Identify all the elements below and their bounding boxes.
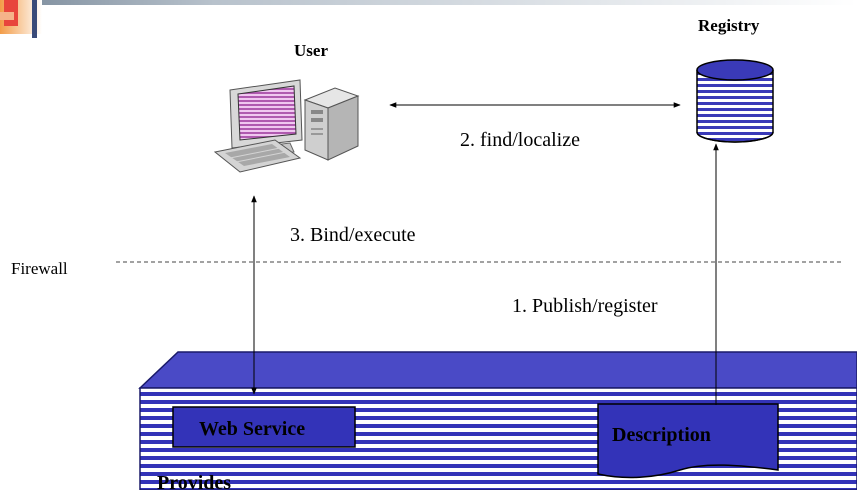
accent-dark-bar xyxy=(32,0,37,38)
description-label: Description xyxy=(612,424,711,446)
user-computer-icon xyxy=(213,79,360,173)
registry-database-icon xyxy=(696,59,774,143)
top-gradient-bar xyxy=(0,0,857,5)
provider-label: Provides xyxy=(157,472,232,494)
web-service-label: Web Service xyxy=(199,418,306,440)
description-document xyxy=(597,403,779,479)
registry-label: Registry xyxy=(698,16,760,35)
slide-corner-decoration xyxy=(0,0,857,38)
web-service-box xyxy=(172,406,356,448)
find-label: 2. find/localize xyxy=(460,129,580,151)
firewall-label: Firewall xyxy=(11,259,68,278)
provider-box-top xyxy=(138,351,857,389)
user-label: User xyxy=(294,41,328,60)
bind-label: 3. Bind/execute xyxy=(290,224,416,246)
accent-peach-block xyxy=(0,12,14,20)
publish-label: 1. Publish/register xyxy=(512,295,658,317)
